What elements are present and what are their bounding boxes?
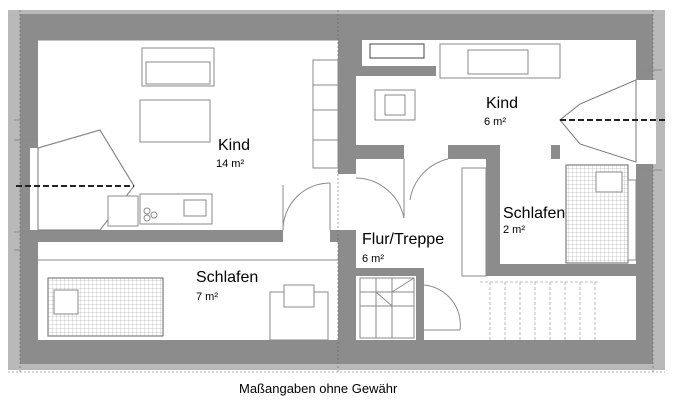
label-kind-right-area: 6 m² (484, 116, 506, 128)
label-schlafen-right-name: Schlafen (503, 205, 565, 222)
label-schlafen-left-name: Schlafen (196, 269, 258, 286)
kind-right-furniture (374, 43, 561, 121)
stairs (359, 277, 600, 340)
wall-kind-right-lower-a (356, 145, 404, 159)
wall-kind-schlafen-left (38, 230, 283, 242)
label-schlafen-left-area: 7 m² (196, 291, 218, 303)
label-flur-area: 6 m² (362, 253, 384, 265)
wall-stair-top (356, 268, 416, 276)
right-dormer (559, 69, 668, 171)
flur-doors (355, 158, 487, 331)
kind-left-furniture (38, 39, 339, 231)
label-flur-name: Flur/Treppe (362, 231, 444, 248)
schlafen-left-furniture (38, 259, 338, 341)
wall-kind-schlafen-left-stub (330, 230, 356, 242)
wall-stair-right (416, 268, 424, 340)
disclaimer-caption: Maßangaben ohne Gewähr (239, 381, 398, 396)
schlafen-right-furniture (565, 164, 637, 264)
label-schlafen-right-area: 2 m² (503, 224, 525, 236)
label-kind-left-area: 14 m² (216, 158, 244, 170)
label-kind-right-name: Kind (486, 95, 518, 112)
label-kind-left-name: Kind (218, 137, 250, 154)
wall-schlafen-right-bottom (486, 264, 636, 276)
wall-schlafen-right-left (486, 145, 500, 275)
central-wall (338, 14, 356, 345)
